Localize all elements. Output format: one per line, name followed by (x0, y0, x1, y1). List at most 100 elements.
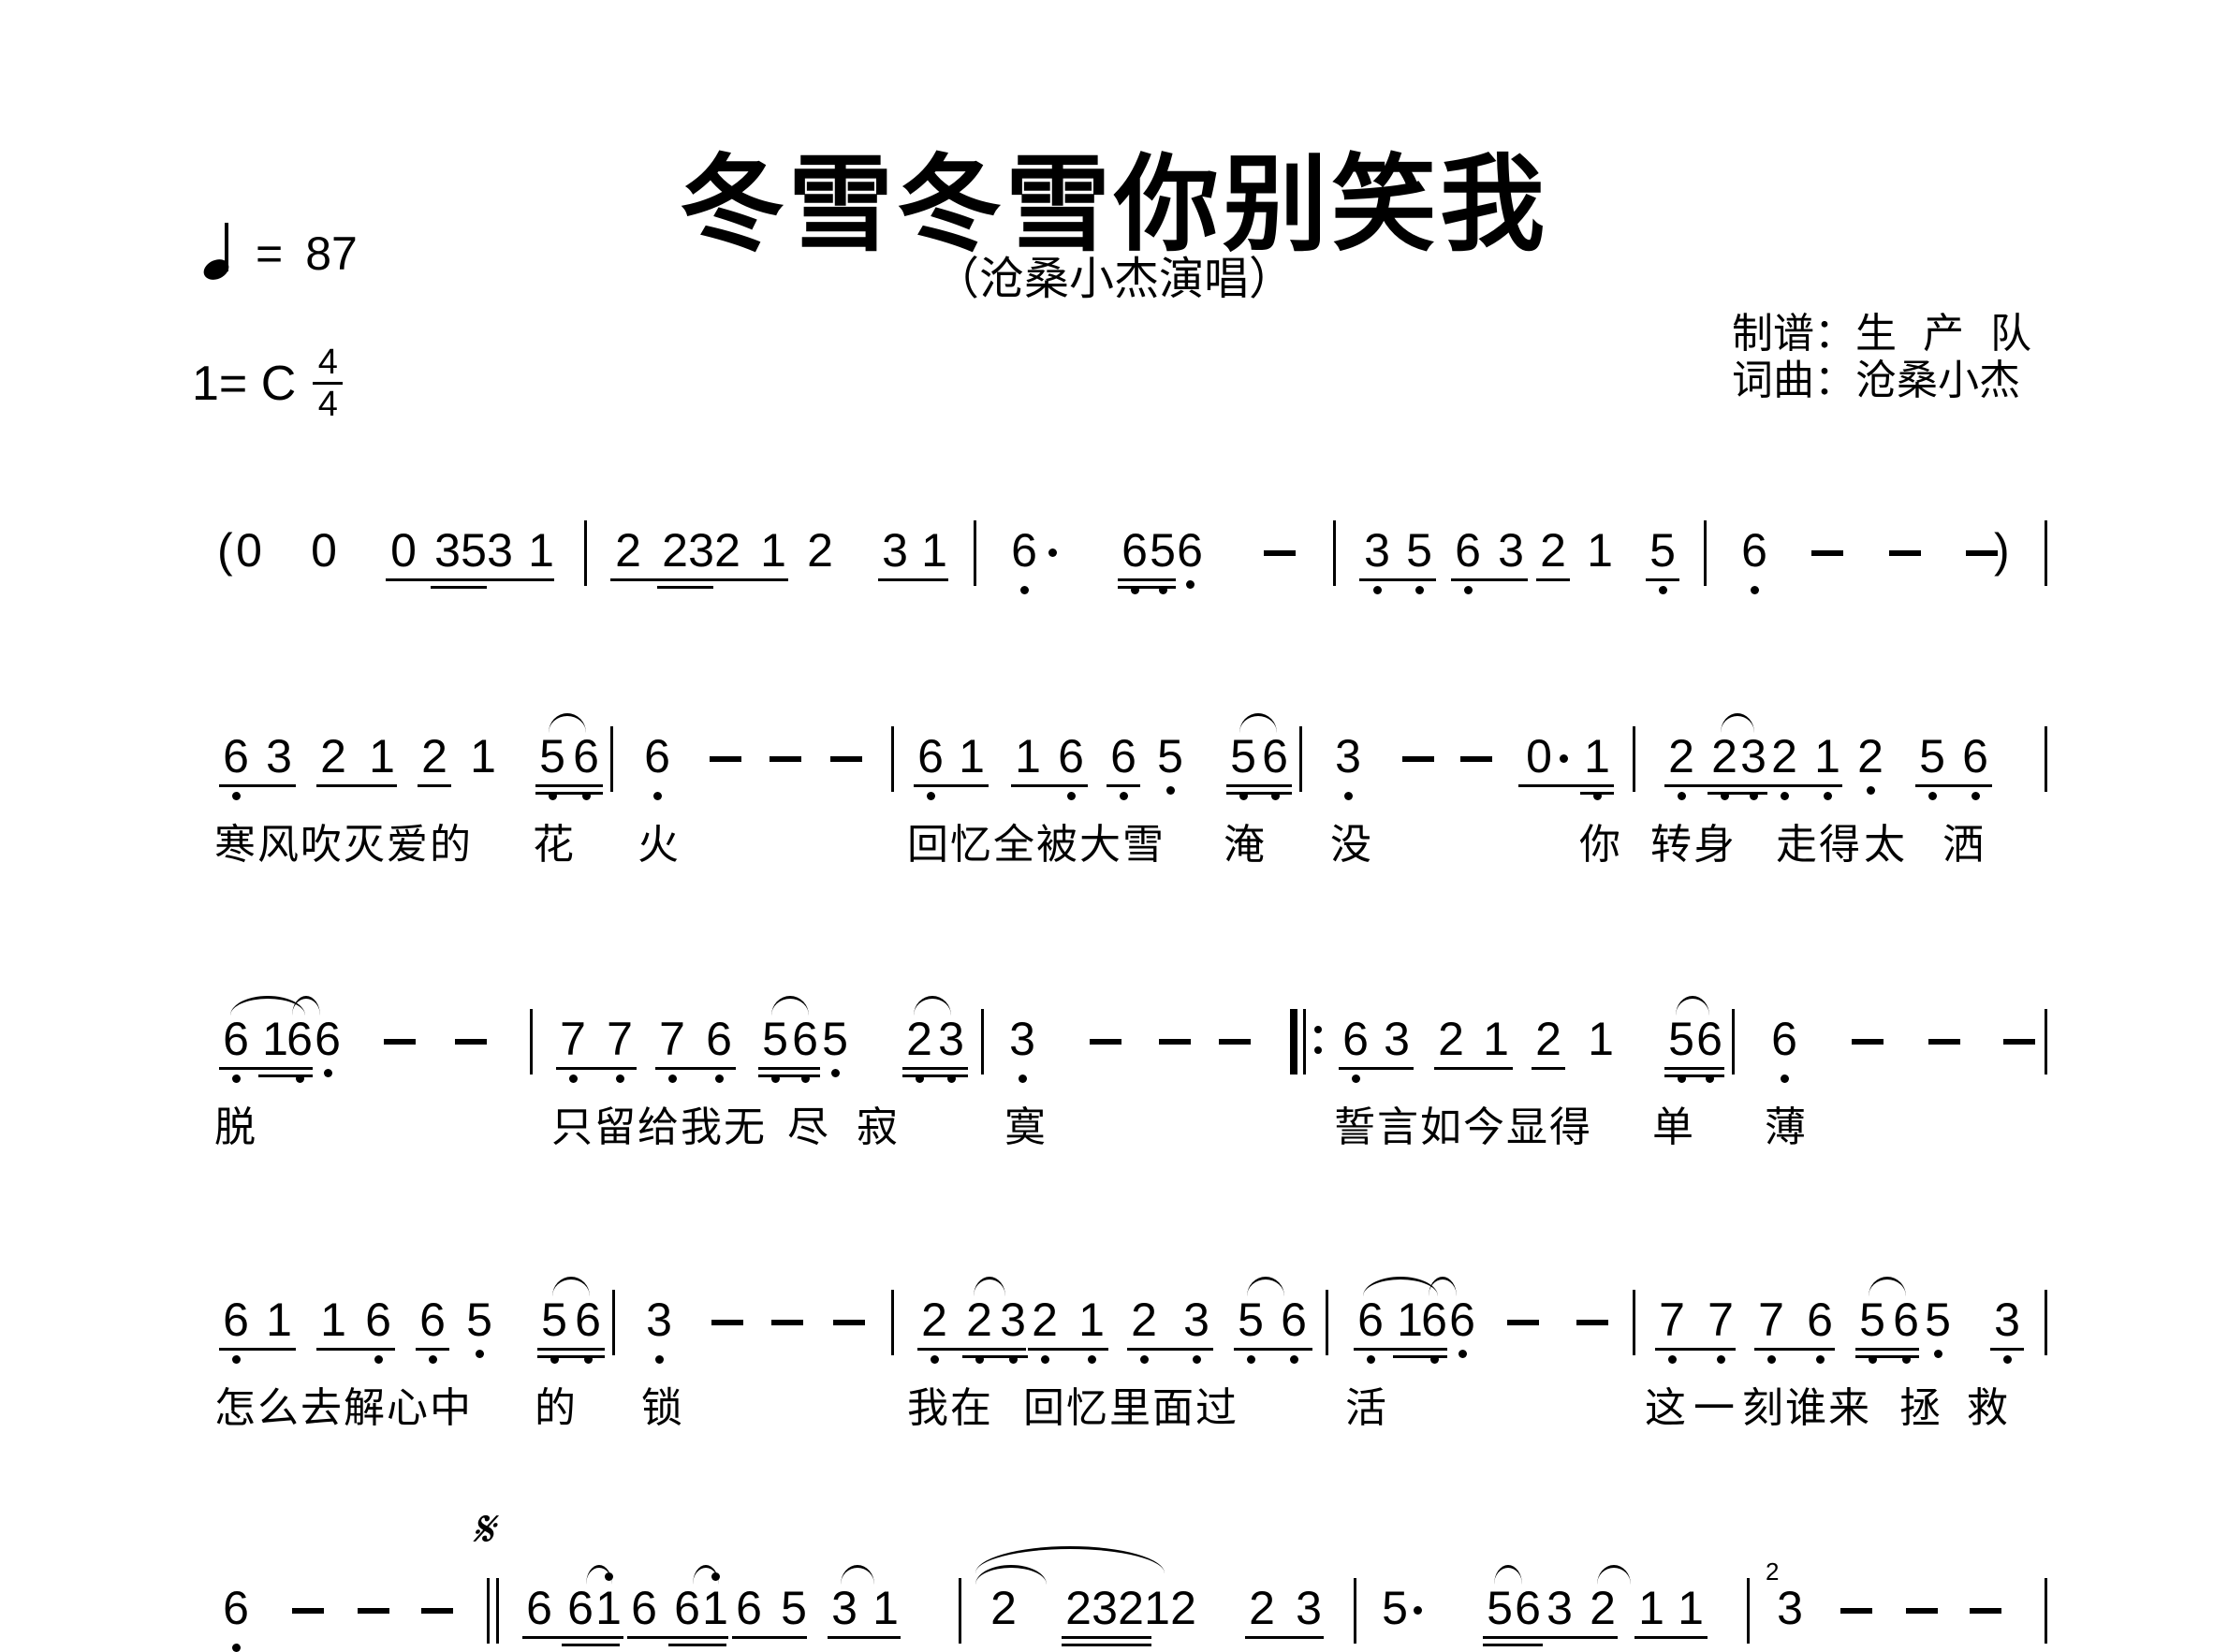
key-label: 1= C (192, 356, 297, 411)
octave-dot-below (1344, 792, 1353, 800)
lyric-char: 在 (950, 1384, 991, 1432)
lyric-char: 洒 (1942, 821, 1984, 869)
octave-dot-below (1750, 792, 1758, 800)
barline (959, 1578, 961, 1644)
lyric-char: 走 (1776, 821, 1817, 869)
barline (2045, 1290, 2047, 1355)
lyric-char: 过 (1195, 1384, 1237, 1432)
song-title: 冬雪冬雪你别笑我 (680, 144, 1548, 266)
note: 2 (807, 524, 833, 577)
octave-dot-below (1373, 586, 1382, 594)
beam-underline (1118, 578, 1176, 581)
note: 5 (1382, 1582, 1408, 1634)
sustain-dash (1219, 1039, 1251, 1045)
octave-dot-below (1934, 1350, 1942, 1358)
note: 3 (1994, 1294, 2020, 1346)
note: 5 (1150, 524, 1176, 577)
octave-dot-below (653, 792, 662, 800)
note: 5 (781, 1582, 807, 1634)
lyric-char: 誓 (1334, 1104, 1375, 1151)
lyric-char: 面 (1152, 1384, 1194, 1432)
lyric-char: 今 (1463, 1104, 1504, 1151)
slur-arc (914, 996, 951, 1016)
beam-underline (416, 1348, 449, 1351)
lyric-char: 雪 (1122, 821, 1164, 869)
beam-underline (1646, 578, 1679, 581)
slur-arc (771, 996, 809, 1016)
sustain-dash (1840, 1608, 1872, 1614)
lyric-char: 拯 (1899, 1384, 1941, 1432)
beam-underline (1245, 1636, 1324, 1639)
note: 6 (1342, 1013, 1369, 1065)
beam-underline (655, 1067, 736, 1070)
augmentation-dot (1048, 548, 1057, 557)
note: 6 (1110, 730, 1136, 782)
note: 0 (390, 524, 417, 577)
octave-dot-below (1781, 1075, 1789, 1083)
beam-underline (1359, 578, 1436, 581)
segno-icon: 𝄋 (472, 1499, 494, 1558)
note: 1 (595, 1582, 622, 1634)
octave-dot-below (1464, 586, 1473, 594)
note: 2 (1249, 1582, 1275, 1634)
barline (496, 1578, 499, 1644)
note: 6 (1262, 730, 1288, 782)
lyric-char: 薄 (1765, 1104, 1806, 1151)
note: 6 (736, 1582, 762, 1634)
note: 1 (1584, 730, 1610, 782)
beam-underline (917, 1348, 1026, 1351)
note: 2 (1131, 1294, 1157, 1346)
augmentation-dot (1414, 1606, 1422, 1615)
note: 1 (959, 730, 985, 782)
note: 2 (1535, 1013, 1561, 1065)
octave-dot-below (1767, 1355, 1776, 1364)
slur-arc (1494, 1565, 1522, 1585)
beam-underline (1062, 1636, 1151, 1639)
sustain-dash (1928, 1039, 1960, 1045)
note: 6 (792, 1013, 818, 1065)
note: 1 (921, 524, 947, 577)
note: 6 (1807, 1294, 1833, 1346)
octave-dot-below (1430, 1355, 1439, 1364)
note: 3 (831, 1582, 857, 1634)
lyric-char: 里 (1109, 1384, 1151, 1432)
beam-underline (1855, 1348, 1919, 1351)
octave-dot-below (771, 1075, 780, 1083)
octave-dot-below (1166, 786, 1175, 795)
sustain-dash (1507, 1320, 1539, 1325)
octave-dot-below (1816, 1355, 1825, 1364)
note: 6 (674, 1582, 700, 1634)
note: 3 (1092, 1582, 1118, 1634)
note: 6 (1696, 1013, 1722, 1065)
beam-underline (537, 1355, 605, 1358)
beam-underline (535, 784, 603, 787)
lyric-char: 寂 (857, 1104, 898, 1151)
barline (2045, 1578, 2047, 1644)
sustain-dash (1811, 550, 1843, 556)
note: 3 (1296, 1582, 1322, 1634)
note: 1 (369, 730, 395, 782)
sustain-dash (1460, 756, 1492, 762)
octave-dot-below (1088, 1355, 1096, 1364)
sustain-dash (1970, 1608, 2001, 1614)
note: 1 (1678, 1582, 1704, 1634)
sustain-dash (292, 1608, 324, 1614)
beam-underline (1754, 1348, 1835, 1351)
note: 6 (631, 1582, 657, 1634)
slur-arc (552, 1277, 590, 1296)
note: 2 (1438, 1013, 1464, 1065)
slur-arc (1363, 1277, 1438, 1296)
sustain-dash (1159, 1039, 1191, 1045)
barline (1290, 1009, 1297, 1075)
note: 5 (1157, 730, 1183, 782)
octave-dot-below (2003, 1355, 2012, 1364)
note: 2 (615, 524, 641, 577)
octave-dot-below (1367, 1355, 1375, 1364)
octave-dot-below (1902, 1355, 1911, 1364)
sustain-dash (1906, 1608, 1938, 1614)
note: 6 (567, 1582, 594, 1634)
note: 7 (1708, 1294, 1734, 1346)
note: 5 (466, 1294, 492, 1346)
note: 1 (702, 1582, 728, 1634)
note: 2 (990, 1582, 1017, 1634)
